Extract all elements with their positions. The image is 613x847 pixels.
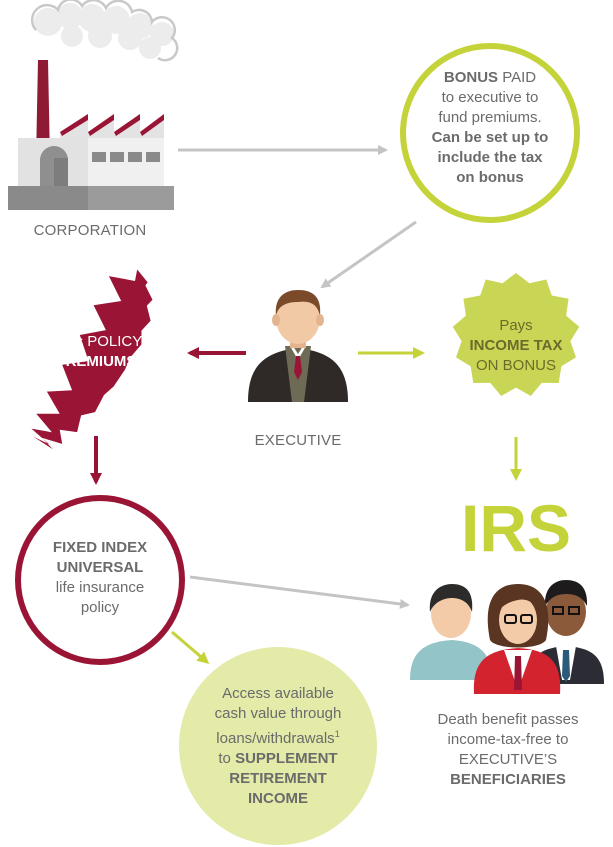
bonus-line5: include the tax xyxy=(437,149,543,166)
premiums-line2: PREMIUMS xyxy=(55,353,137,370)
beneficiaries-text: Death benefit passes income-tax-free to … xyxy=(418,710,598,790)
income-tax-text: Pays INCOME TAX ON BONUS xyxy=(446,316,586,376)
arrow-policy-to-cash-value xyxy=(171,630,210,664)
cash-line2: cash value through xyxy=(214,705,342,722)
factory-icon xyxy=(8,0,179,210)
bonus-line6: on bonus xyxy=(456,169,524,186)
cash-line1: Access available xyxy=(222,685,334,702)
cash-line4-bold: SUPPLEMENT xyxy=(235,750,338,767)
arrow-policy-to-beneficiaries xyxy=(189,575,410,609)
beneficiaries-line2: income-tax-free to xyxy=(447,731,569,748)
cash-value-text: Access available cash value through loan… xyxy=(190,684,366,809)
footnote-marker: 1 xyxy=(334,729,340,739)
income-tax-badge xyxy=(452,273,580,396)
beneficiaries-people-icon xyxy=(410,580,604,694)
executive-label: EXECUTIVE xyxy=(254,432,342,449)
income-tax-line2: INCOME TAX xyxy=(469,337,563,354)
policy-line4: policy xyxy=(80,599,120,616)
corporation-label: CORPORATION xyxy=(33,222,147,239)
irs-label: IRS xyxy=(460,491,572,565)
policy-line1: FIXED INDEX xyxy=(52,539,148,556)
beneficiaries-line4: BENEFICIARIES xyxy=(450,771,566,788)
cash-line6: INCOME xyxy=(248,790,308,807)
cash-line5: RETIREMENT xyxy=(229,770,327,787)
bonus-line3: fund premiums. xyxy=(438,109,542,126)
policy-circle xyxy=(15,495,185,665)
income-tax-line3: ON BONUS xyxy=(475,357,556,374)
bonus-line4: Can be set up to xyxy=(431,129,549,146)
policy-text: FIXED INDEX UNIVERSAL life insurance pol… xyxy=(28,538,172,618)
premiums-badge xyxy=(31,269,153,450)
bonus-bold: BONUS xyxy=(443,69,499,86)
bonus-text: BONUS PAID to executive to fund premiums… xyxy=(410,68,570,188)
premiums-line1: Pays POLICY xyxy=(49,333,143,350)
executive-person-icon xyxy=(248,290,348,402)
cash-value-circle xyxy=(179,647,377,845)
bonus-circle xyxy=(400,43,580,223)
premiums-text: Pays POLICY PREMIUMS xyxy=(26,332,166,372)
beneficiaries-line3: EXECUTIVE’S xyxy=(458,751,558,768)
beneficiaries-line1: Death benefit passes xyxy=(437,711,579,728)
bonus-line2: to executive to xyxy=(441,89,539,106)
policy-line3: life insurance xyxy=(55,579,145,596)
cash-line4-pre: to xyxy=(218,750,236,767)
bonus-paid: PAID xyxy=(498,69,537,86)
arrow-bonus-to-executive xyxy=(320,220,417,289)
cash-line3: loans/withdrawals xyxy=(216,730,335,747)
policy-line2: UNIVERSAL xyxy=(56,559,144,576)
income-tax-line1: Pays xyxy=(499,317,533,334)
